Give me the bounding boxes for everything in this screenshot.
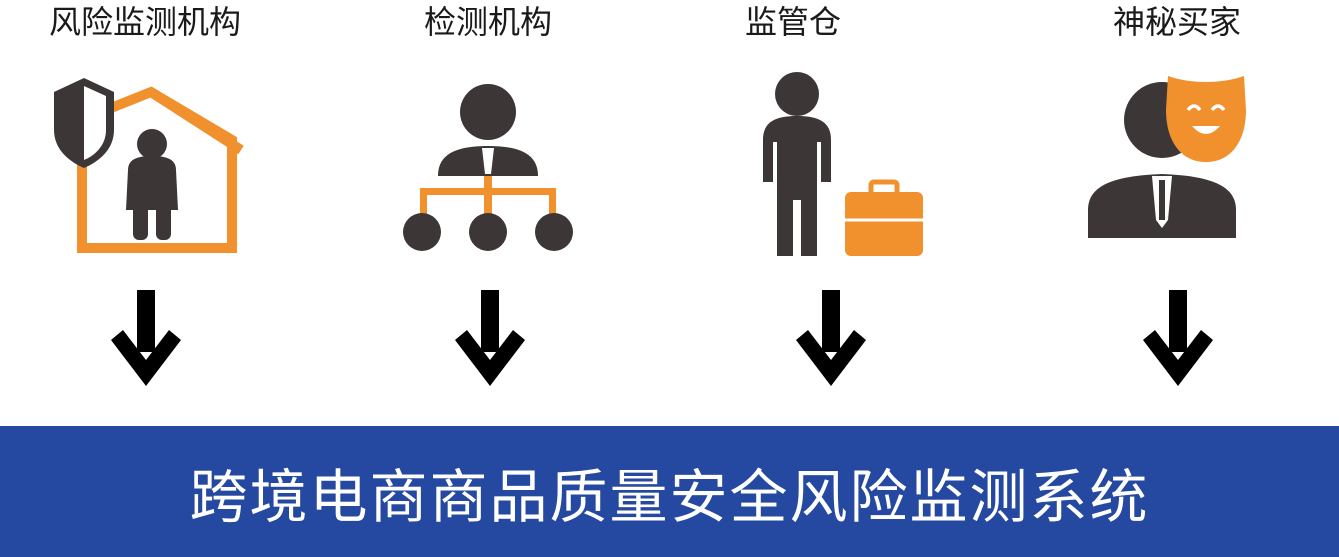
column-bonded-warehouse: 监管仓 <box>643 0 943 400</box>
down-arrow-icon <box>796 290 866 386</box>
system-banner: 跨境电商商品质量安全风险监测系统 <box>0 426 1339 557</box>
banner-title: 跨境电商商品质量安全风险监测系统 <box>189 462 1150 531</box>
down-arrow-icon <box>455 290 525 386</box>
column-mystery-shopper: 神秘买家 <box>1030 0 1330 400</box>
column-title: 检测机构 <box>423 3 552 41</box>
org-chart-person-icon <box>403 84 573 251</box>
down-arrow-icon <box>111 290 181 386</box>
down-arrow-icon <box>1143 290 1213 386</box>
column-title: 监管仓 <box>744 3 841 41</box>
person-briefcase-icon <box>763 72 923 256</box>
column-testing: 检测机构 <box>338 0 638 400</box>
person-mask-icon <box>1088 76 1246 238</box>
column-title: 风险监测机构 <box>48 3 241 41</box>
shield-house-person-icon <box>54 78 244 253</box>
column-risk-monitoring: 风险监测机构 <box>0 0 300 400</box>
column-title: 神秘买家 <box>1112 3 1241 41</box>
